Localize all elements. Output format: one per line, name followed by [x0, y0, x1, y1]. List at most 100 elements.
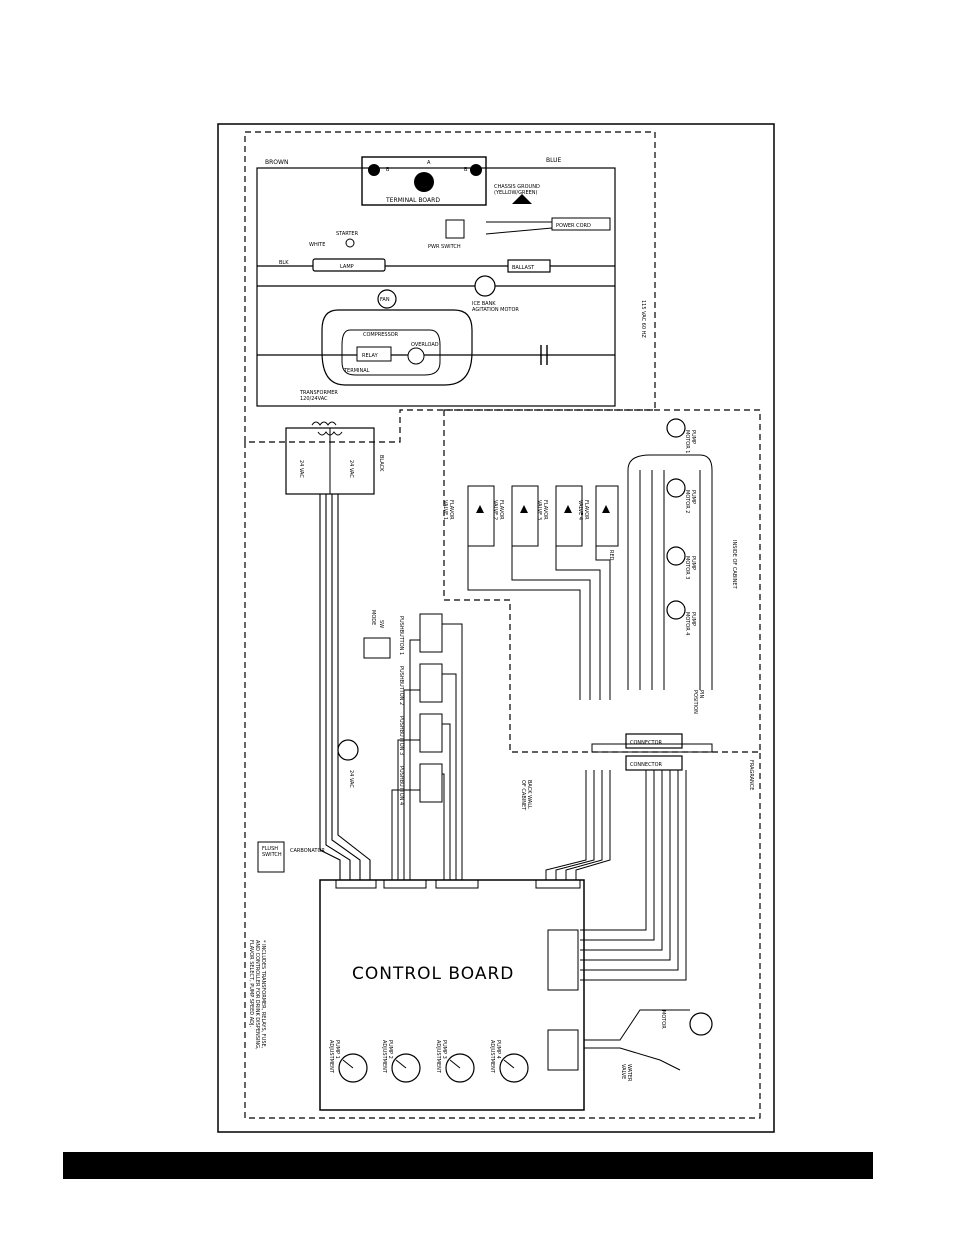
flavor-valves: FLAVORVALVE 1 FLAVORVALVE 2 FLAVORVALVE … [442, 485, 619, 561]
pump-motors: PUMPMOTOR 1 PUMPMOTOR 2 PUMPMOTOR 3 PUMP… [666, 418, 696, 635]
black-wire-label: BLACK [378, 455, 384, 472]
pump-motor-3-label: PUMPMOTOR 3 [684, 556, 696, 579]
blk-wire-label-lamp: BLK [279, 260, 289, 266]
chassis-ground-label: CHASSIS GROUND(YELLOW/GREEN) [494, 184, 540, 196]
pump-section: PUMPMOTOR 1 PUMPMOTOR 2 PUMPMOTOR 3 PUMP… [442, 409, 761, 753]
pump-motor-1-icon [666, 418, 686, 438]
terminal-b-right [470, 164, 482, 176]
starter-icon [345, 238, 355, 248]
voltage-note: 115 VAC 60 HZ [640, 300, 646, 338]
flavor-valve-1 [467, 485, 495, 547]
inside-cabinet-label: INSIDE OF CABINET [731, 540, 737, 590]
tx-output-2: 24 VAC [348, 460, 354, 478]
control-board [319, 879, 585, 1111]
top-connector-pins [335, 879, 581, 889]
pump-motor-4-label: PUMPMOTOR 4 [684, 612, 696, 635]
terminal-board-label: TERMINAL BOARD [385, 197, 440, 204]
pushbutton-2 [419, 663, 443, 703]
diagram-frame [217, 123, 775, 1133]
carbonator-motor-label: MOTOR [660, 1010, 666, 1029]
terminal-mark-2: A [427, 160, 431, 166]
lower-dashed-border [244, 442, 761, 1119]
pump-motor-3-icon [666, 546, 686, 566]
connector-top [625, 733, 683, 749]
control-board-title: CONTROL BOARD [352, 964, 514, 984]
power-cord-label: POWER CORD [556, 223, 591, 229]
pump-2-pot [391, 1053, 421, 1083]
ballast [507, 259, 551, 273]
top-section: BROWN BLUE B A B TERMINAL BOARD CHASSIS … [244, 131, 656, 443]
pump-2-pot-label: PUMP 2ADJUSTMENT [381, 1040, 393, 1074]
pushbutton-3-label: PUSHBUTTON 3 [398, 716, 404, 755]
pwr-switch [445, 219, 465, 239]
water-valve-label: WATERVALVE [620, 1064, 632, 1082]
flavor-valve-3-label: FLAVORVALVE 3 [536, 500, 548, 520]
pump-4-pot-label: PUMP 4ADJUSTMENT [489, 1040, 501, 1074]
back-wall-label: BACK WALLOF CABINET [520, 780, 532, 811]
top-wiring-box [256, 167, 616, 407]
sw-label: SW [378, 620, 384, 628]
pushbutton-3 [419, 713, 443, 753]
tx-output-1: 24 VAC [298, 460, 304, 478]
starter-label: STARTER [336, 231, 359, 237]
pwr-switch-label: PWR SWITCH [428, 244, 461, 250]
footer-bar [63, 1152, 873, 1179]
brown-wire-label: BROWN [265, 159, 288, 166]
pushbutton-4 [419, 763, 443, 803]
lamp [312, 258, 386, 272]
vertical-wires [319, 494, 371, 880]
flavor-valve-4 [595, 485, 619, 547]
right-connector-pins [547, 929, 579, 991]
mode-switch [363, 637, 391, 659]
pump-3-pot [445, 1053, 475, 1083]
flavor-valve-2-label: FLAVORVALVE 2 [492, 500, 504, 520]
terminal-mark-1: B [386, 167, 390, 173]
pushbutton-4-label: PUSHBUTTON 4 [398, 766, 404, 805]
pushbuttons: PUSHBUTTON 1 PUSHBUTTON 2 PUSHBUTTON 3 P… [391, 613, 463, 880]
pushbutton-2-label: PUSHBUTTON 2 [398, 666, 404, 705]
control-board-section: CONTROL BOARD PUMP 1ADJUSTMENT PUMP 2ADJ… [248, 879, 585, 1111]
pin-position-label: PINPOSITION [692, 690, 704, 714]
pushbutton-1-label: PUSHBUTTON 1 [398, 616, 404, 655]
relay-label: RELAY [362, 353, 379, 359]
pump-motor-4-icon [666, 600, 686, 620]
compressor-label: COMPRESSOR [363, 332, 399, 338]
connector-wires [545, 770, 687, 981]
lamp-label: LAMP [340, 264, 354, 270]
pump-4-pot [499, 1053, 529, 1083]
pump-1-pot-label: PUMP 1ADJUSTMENT [328, 1040, 340, 1074]
carbonator-label: CARBONATOR [290, 848, 325, 854]
clock-motor-label: 24 VAC [348, 770, 354, 788]
flush-switch [257, 841, 285, 873]
compressor-inner [341, 329, 441, 376]
fan-label: FAN [380, 297, 390, 303]
blue-wire-label: BLUE [546, 157, 562, 164]
fan-motor-icon [377, 289, 397, 309]
pushbutton-1 [419, 613, 443, 653]
pump-dashed-border [443, 409, 761, 753]
red-wire-label: RED [608, 550, 614, 561]
terminal-mark-3: B [464, 167, 468, 173]
pump-motor-2-label: PUMPMOTOR 2 [684, 490, 696, 513]
terminal-a-center [414, 172, 434, 192]
pump-3-pot-label: PUMP 3ADJUSTMENT [435, 1040, 447, 1074]
connector-top-label: CONNECTOR [630, 740, 663, 746]
flavor-valve-1-label: FLAVORVALVE 1 [442, 500, 454, 520]
chassis-ground-icon [512, 194, 532, 204]
power-cord-box [551, 217, 611, 231]
flavor-valve-2 [511, 485, 539, 547]
ballast-label: BALLAST [512, 265, 535, 271]
pump-motor-2-icon [666, 478, 686, 498]
control-board-note: * INCLUDES TRANSFORMER, RELAYS, FUSE,AND… [248, 940, 266, 1050]
flavor-valve-3 [555, 485, 583, 547]
right-lower-pins [547, 1029, 579, 1071]
relay [356, 346, 392, 362]
terminal-b-left [368, 164, 380, 176]
terminal-board [361, 156, 487, 206]
terminal-label: TERMINAL [343, 368, 370, 374]
clock-motor-icon [337, 739, 359, 761]
carbonator-motor-icon [689, 1012, 713, 1036]
